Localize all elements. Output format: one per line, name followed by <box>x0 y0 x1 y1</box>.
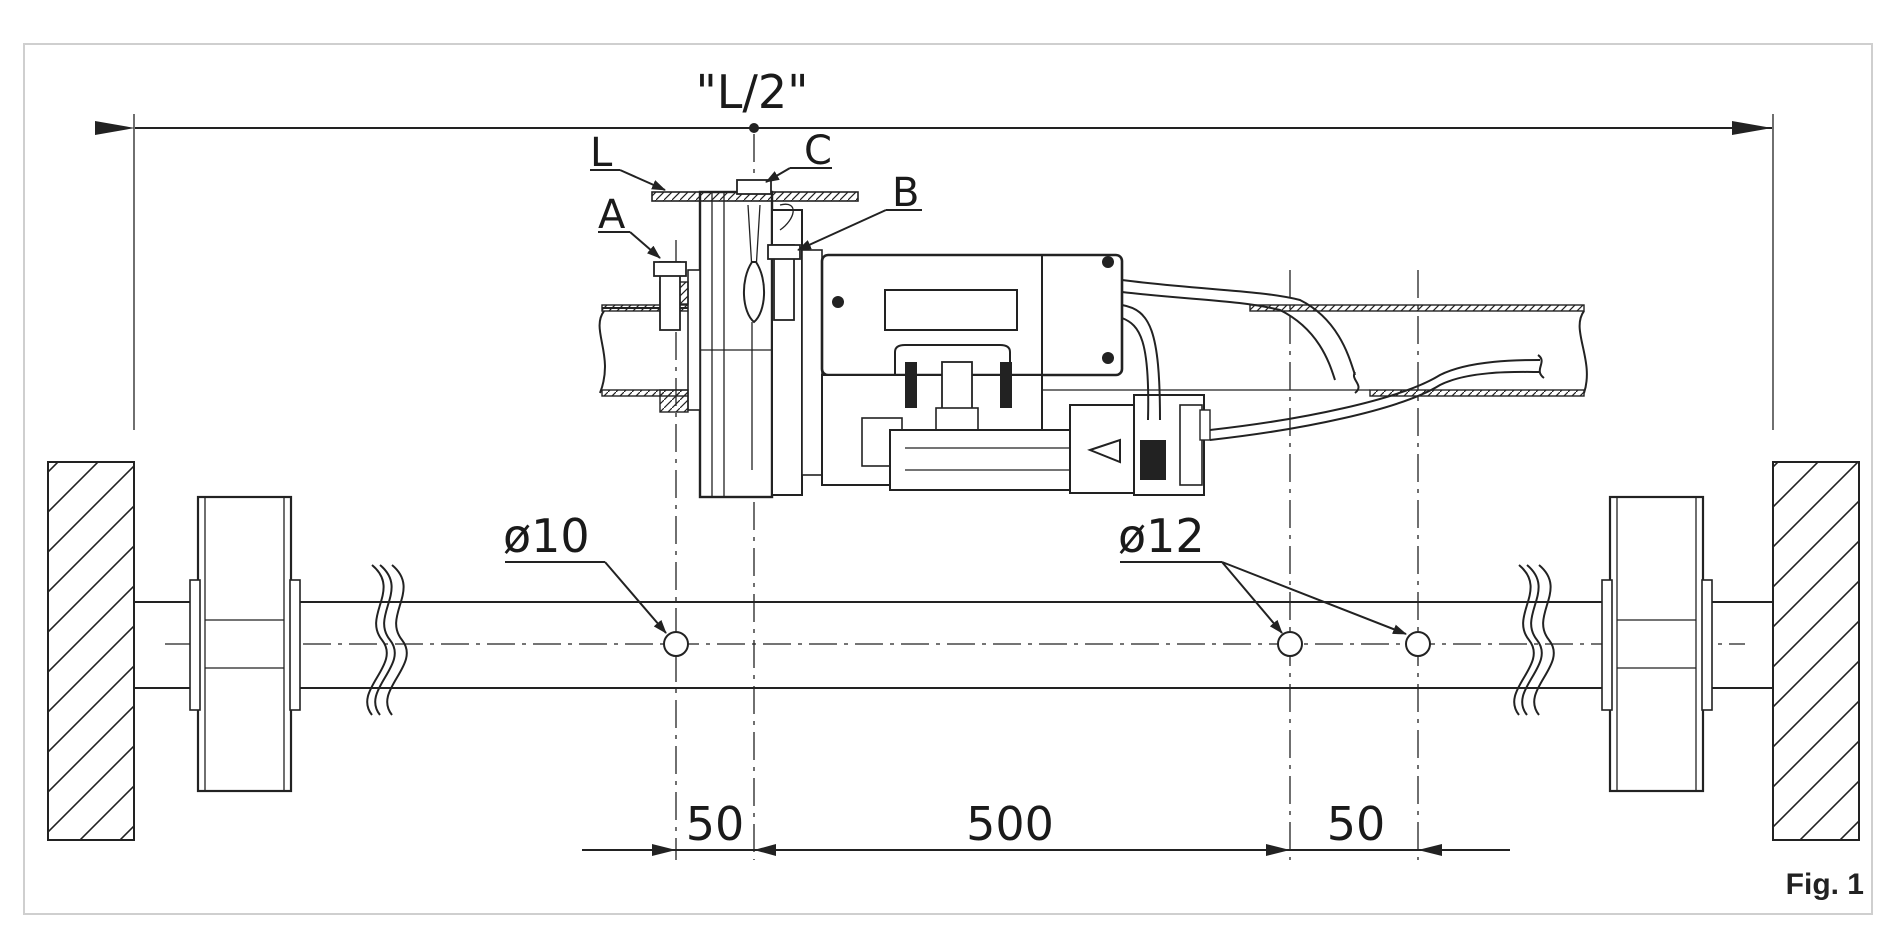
bottom-dimensions <box>582 844 1510 856</box>
hole-leaders <box>505 561 1407 635</box>
bolt-b <box>767 244 801 321</box>
dimension-left: 50 <box>686 797 745 851</box>
part-leaders <box>590 167 922 259</box>
figure-frame <box>23 43 1873 915</box>
gear-motor <box>821 361 1211 496</box>
motor-flange <box>659 190 823 499</box>
right-wall <box>1772 461 1860 841</box>
hole-right-2 <box>1405 631 1431 657</box>
cables <box>1121 279 1545 441</box>
bolt-c <box>736 179 772 195</box>
label-c: C <box>804 128 832 174</box>
hole-right-label: ø12 <box>1118 509 1205 563</box>
figure-caption: Fig. 1 <box>1786 868 1864 901</box>
bolt-a <box>653 261 687 331</box>
control-box <box>820 253 1124 377</box>
label-b: B <box>892 170 919 216</box>
hand-release <box>742 203 794 470</box>
right-end-bracket <box>1601 495 1713 793</box>
roller-shaft <box>134 564 1773 716</box>
drive-tube <box>598 304 1588 397</box>
hole-centre-lines <box>675 134 1419 860</box>
dimension-middle: 500 <box>966 797 1054 851</box>
hole-right-1 <box>1277 631 1303 657</box>
dimension-right: 50 <box>1327 797 1386 851</box>
label-l: L <box>590 130 613 176</box>
hole-left-label: ø10 <box>503 509 590 563</box>
label-a: A <box>598 192 626 238</box>
overall-length-dimension <box>95 114 1774 430</box>
left-wall <box>47 461 135 841</box>
center-label: "L/2" <box>696 65 809 119</box>
hole-left <box>663 631 689 657</box>
left-end-bracket <box>189 495 301 793</box>
